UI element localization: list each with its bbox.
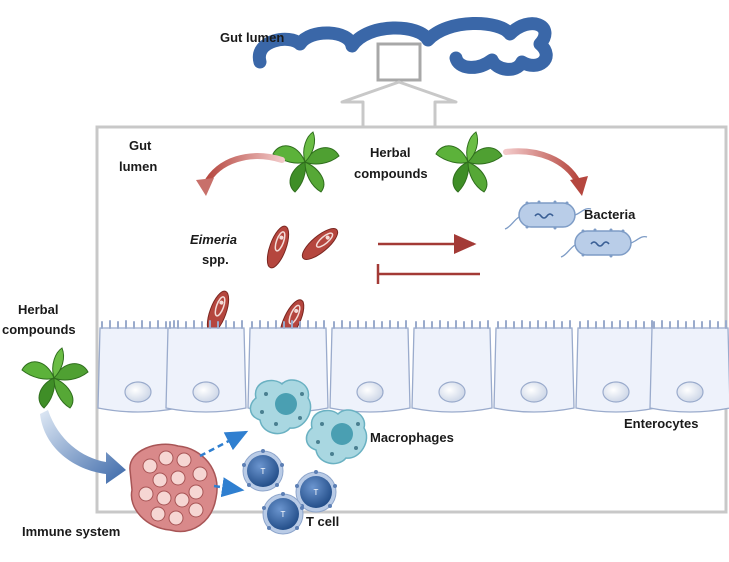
enterocytes-label: Enterocytes bbox=[624, 416, 698, 431]
herbal-compounds-left-line2: compounds bbox=[2, 322, 76, 337]
macrophages-label: Macrophages bbox=[370, 430, 454, 445]
gut-lumen-top-label: Gut lumen bbox=[220, 30, 284, 45]
herbal-leaf-icon bbox=[21, 347, 89, 409]
curved-arrow-to-eimeria bbox=[203, 153, 285, 187]
curved-arrow-to-bacteria bbox=[503, 148, 581, 185]
dashed-arrow-to-macrophages bbox=[199, 430, 249, 458]
enterocyte-cell bbox=[165, 320, 247, 413]
bacterium bbox=[504, 199, 592, 231]
enterocyte-cell bbox=[575, 320, 657, 413]
herbal-leaf-icon bbox=[435, 131, 503, 193]
immune-system-label: Immune system bbox=[22, 524, 120, 539]
t-cell-marker: T bbox=[314, 488, 319, 497]
curved-arrowhead-right bbox=[570, 176, 588, 196]
eimeria-label-line1: Eimeria bbox=[190, 232, 237, 247]
enterocyte-cell bbox=[493, 320, 575, 413]
bacteria-label: Bacteria bbox=[584, 207, 636, 222]
herbal-to-immune-arrow bbox=[40, 410, 126, 484]
herbal-compounds-center-line1: Herbal bbox=[370, 145, 410, 160]
intestine-illustration bbox=[252, 17, 553, 76]
detail-frame bbox=[95, 125, 728, 514]
eimeria-parasite bbox=[262, 222, 294, 272]
eimeria-parasite bbox=[297, 222, 343, 266]
macrophage-cell bbox=[249, 379, 312, 435]
t-cell-label: T cell bbox=[306, 514, 339, 529]
enterocyte-cell bbox=[649, 320, 729, 413]
zoom-arrow bbox=[340, 80, 458, 127]
dashed-arrow-to-tcells bbox=[213, 477, 245, 498]
t-cell-marker: T bbox=[281, 510, 286, 519]
macrophage-cell bbox=[305, 409, 368, 465]
herbal-compounds-left-line1: Herbal bbox=[18, 302, 58, 317]
enterocyte-cell bbox=[411, 320, 493, 413]
gut-lumen-box-label-line1: Gut bbox=[129, 138, 152, 153]
herbal-compounds-center-line2: compounds bbox=[354, 166, 428, 181]
curved-arrowhead-left bbox=[196, 178, 214, 196]
enterocyte-cell bbox=[329, 320, 411, 413]
gut-lumen-box-label-line2: lumen bbox=[119, 159, 157, 174]
enterocyte-row bbox=[97, 320, 729, 413]
lymph-node bbox=[129, 443, 218, 533]
zoom-box bbox=[376, 42, 422, 82]
t-cell-marker: T bbox=[261, 467, 266, 476]
bacterium bbox=[560, 227, 648, 259]
eimeria-label-line2: spp. bbox=[202, 252, 229, 267]
